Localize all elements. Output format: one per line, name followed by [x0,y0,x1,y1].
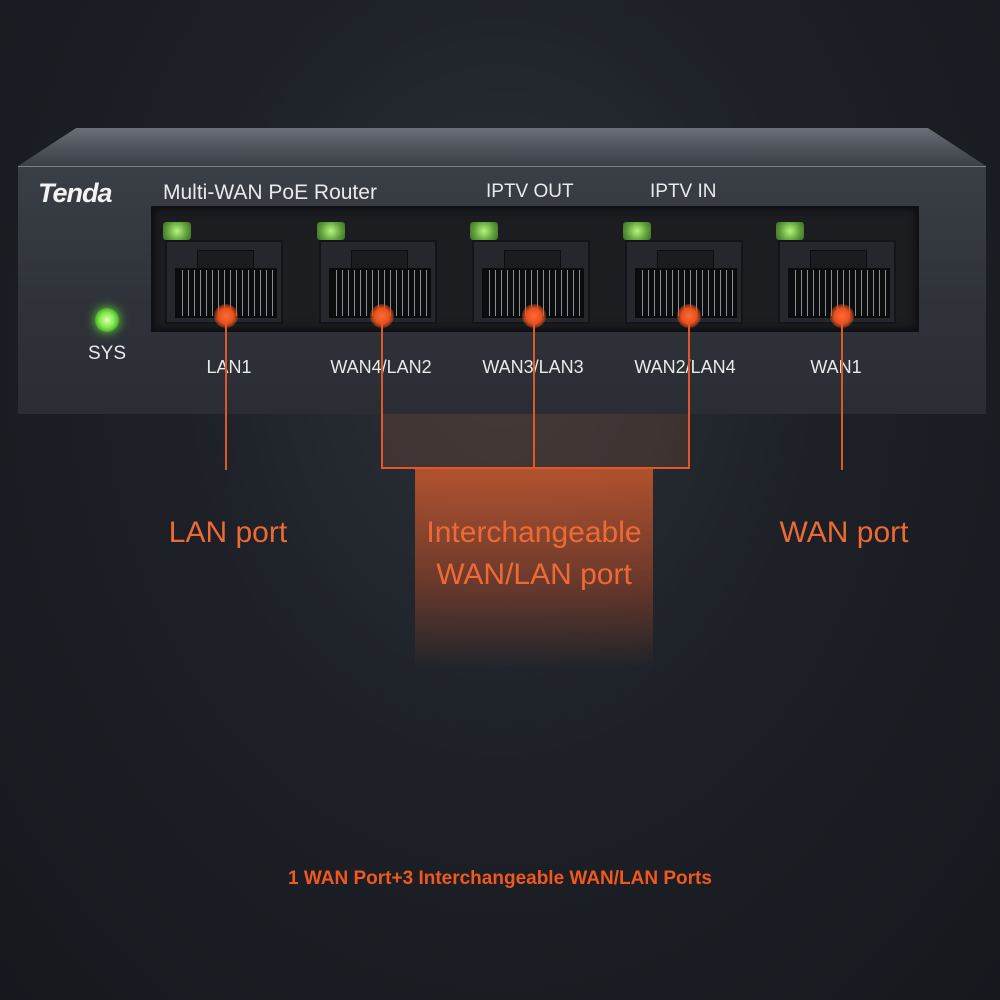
port-led-icon [776,222,804,240]
callout-dot-lan1 [214,304,238,328]
iptv-in-label: IPTV IN [650,181,717,202]
sys-led-icon [95,308,119,332]
model-name: Multi-WAN PoE Router [163,181,377,204]
port-led-icon [470,222,498,240]
interchangeable-highlight-column [415,468,653,668]
sys-label: SYS [88,343,127,364]
callout-line-wan2 [688,316,690,469]
callout-dot-wan2 [677,304,701,328]
callout-dot-wan3 [522,304,546,328]
port-led-icon [163,222,191,240]
port-led-icon [317,222,345,240]
callout-dot-wan1 [830,304,854,328]
router-device: Tenda Multi-WAN PoE Router IPTV OUT IPTV… [18,128,986,414]
port-label-lan1: LAN1 [206,357,252,377]
callout-interchangeable-line2: WAN/LAN port [436,558,632,591]
router-top-panel [18,128,986,166]
callout-line-wan4 [381,316,383,469]
callout-line-wan3 [533,316,535,469]
brand-logo: Tenda [38,178,113,208]
footer-caption: 1 WAN Port+3 Interchangeable WAN/LAN Por… [288,868,712,889]
callout-line-wan [841,316,843,470]
iptv-out-label: IPTV OUT [486,181,574,202]
callout-line-group [381,467,690,469]
callout-interchangeable-line1: Interchangeable [426,516,642,549]
port-led-icon [623,222,651,240]
port-label-wan1: WAN1 [810,357,862,377]
callout-dot-wan4 [370,304,394,328]
callout-wan-port: WAN port [779,516,909,549]
callout-line-lan [225,316,227,470]
port-bay [151,206,919,332]
callout-lan-port: LAN port [168,516,288,549]
port-label-wan2-lan4: WAN2/LAN4 [634,357,736,377]
